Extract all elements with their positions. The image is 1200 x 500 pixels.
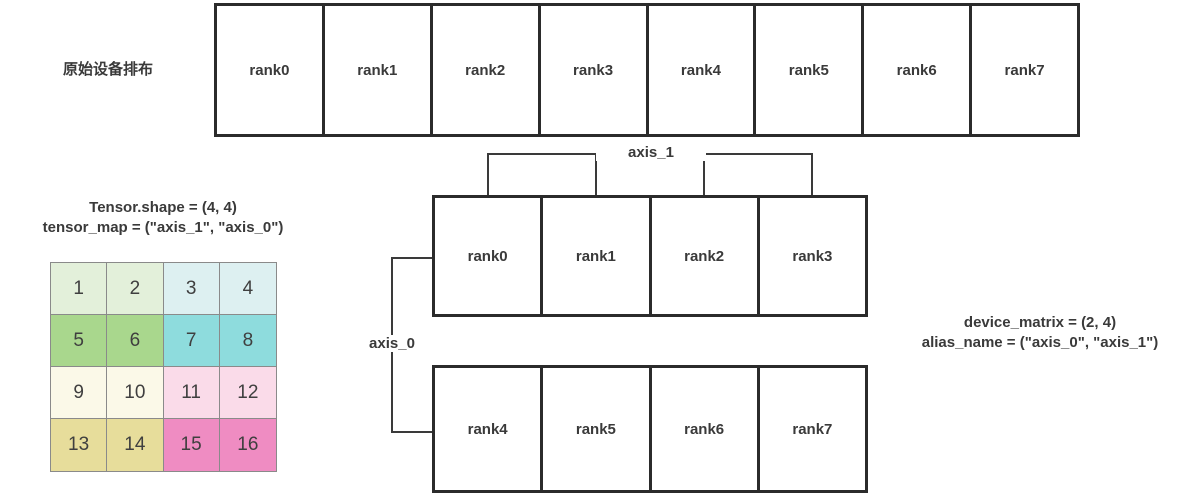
rank-cell-grid-r1-0: rank4 [435, 368, 544, 490]
rank-cell-flat-2: rank2 [432, 6, 541, 134]
rank-cell-grid-r0-1: rank1 [543, 198, 652, 314]
original-device-layout-label: 原始设备排布 [62, 61, 153, 78]
tensor-cell-0-3: 4 [219, 263, 276, 315]
tensor-cell-0-1: 2 [107, 263, 164, 315]
tensor-cell-2-0: 9 [51, 367, 108, 419]
rank-cell-grid-r1-1: rank5 [543, 368, 652, 490]
alias-name-text: alias_name = ("axis_0", "axis_1") [921, 334, 1159, 351]
tensor-cell-3-0: 13 [51, 419, 108, 471]
tensor-caption: Tensor.shape = (4, 4) tensor_map = ("axi… [0, 198, 330, 238]
rank-cell-flat-7: rank7 [972, 6, 1077, 134]
tensor-cell-1-1: 6 [107, 315, 164, 367]
rank-cell-flat-0: rank0 [217, 6, 325, 134]
rank-cell-flat-1: rank1 [324, 6, 433, 134]
axis-0-label: axis_0 [352, 335, 432, 352]
device-matrix-text: device_matrix = (2, 4) [963, 314, 1117, 331]
tensor-cell-3-2: 15 [163, 419, 220, 471]
axis-1-tick-1 [595, 153, 597, 195]
tensor-cell-1-0: 5 [51, 315, 108, 367]
device-matrix-caption: device_matrix = (2, 4) alias_name = ("ax… [880, 313, 1200, 353]
tensor-cell-2-3: 12 [219, 367, 276, 419]
rank-cell-grid-r0-0: rank0 [435, 198, 544, 314]
rank-cell-grid-r1-3: rank7 [759, 368, 865, 490]
tensor-cell-2-2: 11 [163, 367, 220, 419]
tensor-cell-1-3: 8 [219, 315, 276, 367]
tensor-cell-1-2: 7 [163, 315, 220, 367]
rank-cell-grid-r0-3: rank3 [759, 198, 865, 314]
rank-cell-flat-3: rank3 [540, 6, 649, 134]
tensor-shape-text: Tensor.shape = (4, 4) [89, 199, 237, 216]
axis-0-tick-0 [391, 257, 432, 259]
tensor-cell-3-3: 16 [219, 419, 276, 471]
axis-1-tick-0 [487, 153, 489, 195]
axis-1-tick-3 [811, 153, 813, 195]
tensor-cell-0-0: 1 [51, 263, 108, 315]
axis-0-tick-1 [391, 431, 432, 433]
axis-1-label: axis_1 [596, 144, 706, 161]
rank-cell-flat-5: rank5 [756, 6, 865, 134]
rank-cell-grid-r1-2: rank6 [651, 368, 760, 490]
rank-cell-flat-4: rank4 [648, 6, 757, 134]
tensor-cell-0-2: 3 [163, 263, 220, 315]
rank-cell-grid-r0-2: rank2 [651, 198, 760, 314]
tensor-cell-2-1: 10 [107, 367, 164, 419]
tensor-map-text: tensor_map = ("axis_1", "axis_0") [42, 219, 284, 236]
tensor-cell-3-1: 14 [107, 419, 164, 471]
axis-1-tick-2 [703, 153, 705, 195]
rank-cell-flat-6: rank6 [864, 6, 973, 134]
